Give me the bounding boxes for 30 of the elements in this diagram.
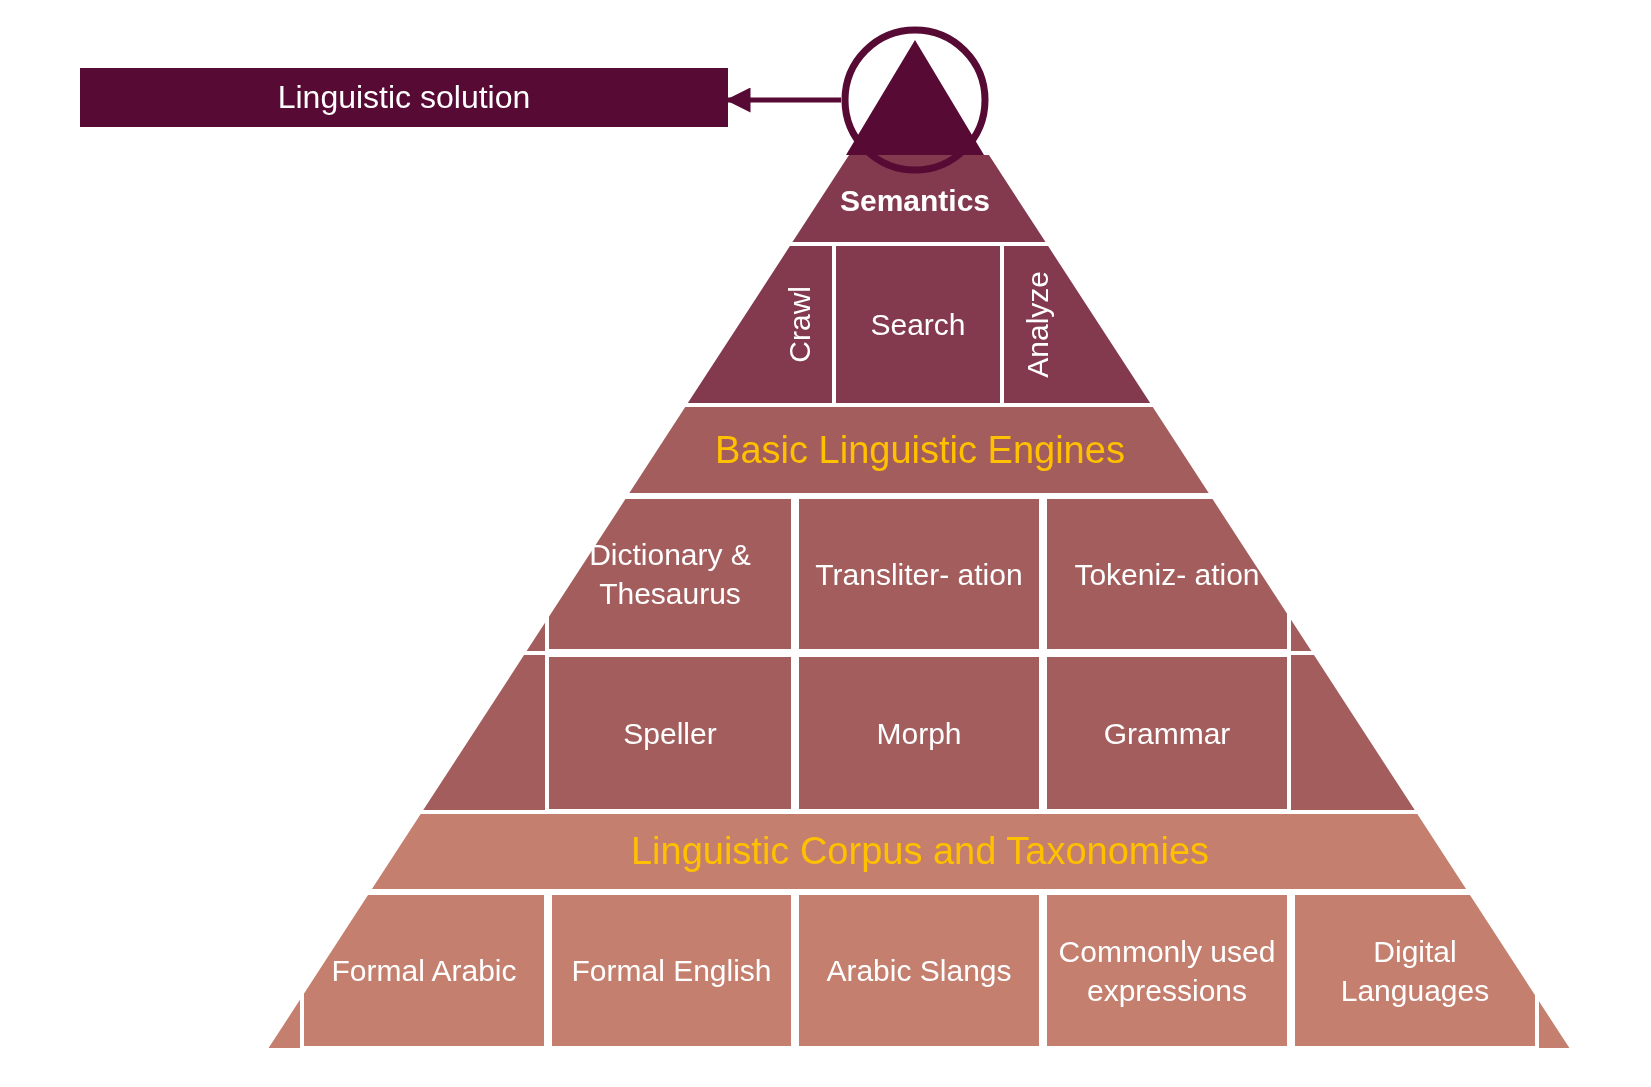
cell-label: Analyze — [1019, 271, 1055, 378]
cell-label: Search — [870, 307, 966, 343]
pyramid-cell — [1043, 653, 1291, 813]
pyramid-cell — [1043, 891, 1291, 1050]
pyramid-cell — [545, 653, 795, 813]
cell-label: Formal English — [571, 953, 772, 989]
solution-box: Linguistic solution — [80, 68, 728, 127]
pyramid-cell — [795, 495, 1043, 653]
cell-label: Digital Languages — [1339, 933, 1491, 1009]
pyramid-cell — [1043, 495, 1291, 653]
cell-label: Dictionary & Thesaurus — [588, 537, 752, 612]
cell-label: Transliter- ation — [815, 556, 1023, 593]
pyramid-cell — [1291, 891, 1539, 1050]
layer-title: Basic Linguistic Engines — [715, 427, 1125, 473]
layer-title: Semantics — [839, 182, 991, 219]
cell-label: Formal Arabic — [331, 953, 517, 989]
pyramid-cell — [300, 891, 548, 1050]
pyramid-cell — [795, 653, 1043, 813]
cell-label: Arabic Slangs — [826, 953, 1012, 989]
cell-label: Crawl — [781, 286, 817, 363]
cell-label: Grammar — [1103, 715, 1231, 752]
layer-title: Linguistic Corpus and Taxonomies — [630, 829, 1210, 875]
cell-label: Commonly used expressions — [1057, 933, 1277, 1009]
ring-circle — [841, 26, 989, 174]
pyramid-cell — [545, 495, 795, 653]
cell-label: Speller — [623, 715, 717, 752]
pyramid-cell — [548, 891, 795, 1050]
pyramid-cell — [795, 891, 1043, 1050]
cell-label: Tokeniz- ation — [1074, 556, 1260, 593]
cell-label: Morph — [876, 715, 962, 752]
